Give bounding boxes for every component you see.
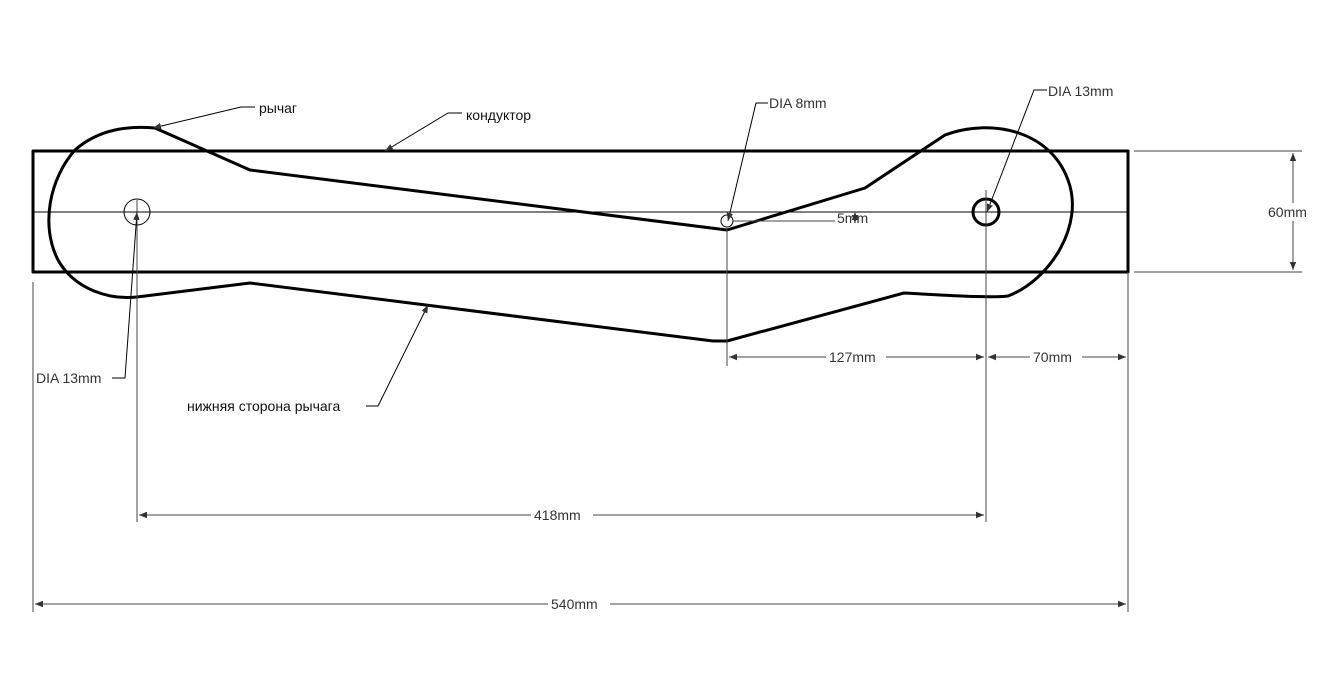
lever-outline bbox=[47, 125, 1074, 343]
leader-left-hole bbox=[112, 211, 140, 379]
leader-middle-hole bbox=[726, 102, 768, 222]
dim-height-label: 60mm bbox=[1268, 204, 1307, 220]
leader-jig bbox=[384, 112, 462, 152]
leader-lever-underside bbox=[366, 304, 429, 407]
label-left-hole: DIA 13mm bbox=[36, 370, 101, 386]
dim-540-label: 540mm bbox=[551, 596, 598, 612]
dim-70-label: 70mm bbox=[1033, 349, 1072, 365]
label-lever-underside: нижняя сторона рычага bbox=[187, 398, 340, 414]
label-right-hole: DIA 13mm bbox=[1048, 83, 1113, 99]
dim-418-label: 418mm bbox=[534, 507, 581, 523]
label-lever: рычаг bbox=[259, 100, 297, 116]
leader-lever bbox=[152, 106, 255, 130]
label-jig: кондуктор bbox=[466, 107, 531, 123]
dim-127-label: 127mm bbox=[829, 349, 876, 365]
dim-offset-label: 5mm bbox=[837, 210, 868, 226]
middle-hole bbox=[720, 214, 734, 228]
label-middle-hole: DIA 8mm bbox=[769, 95, 827, 111]
leader-right-hole bbox=[986, 89, 1047, 213]
